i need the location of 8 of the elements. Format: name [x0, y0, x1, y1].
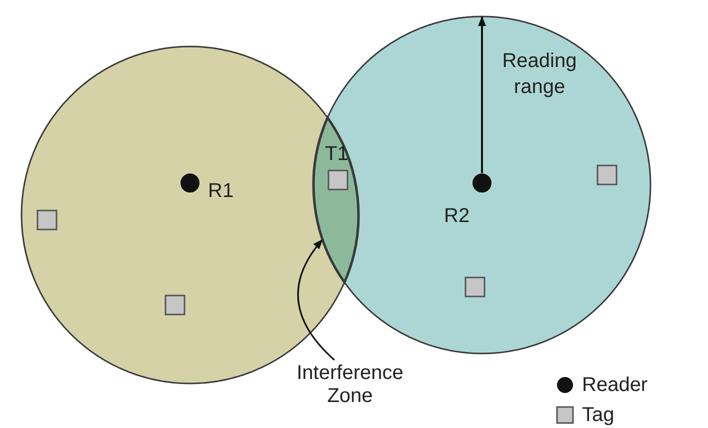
leader-arrow — [297, 239, 335, 361]
node-label: T1 — [325, 143, 348, 165]
node-label: R1 — [208, 180, 234, 202]
arrow — [478, 16, 486, 173]
edge-label: Reading range — [501, 49, 578, 100]
node-label: R2 — [444, 205, 470, 227]
legend-label: Reader — [582, 374, 648, 396]
legend-label: Tag — [582, 404, 614, 426]
